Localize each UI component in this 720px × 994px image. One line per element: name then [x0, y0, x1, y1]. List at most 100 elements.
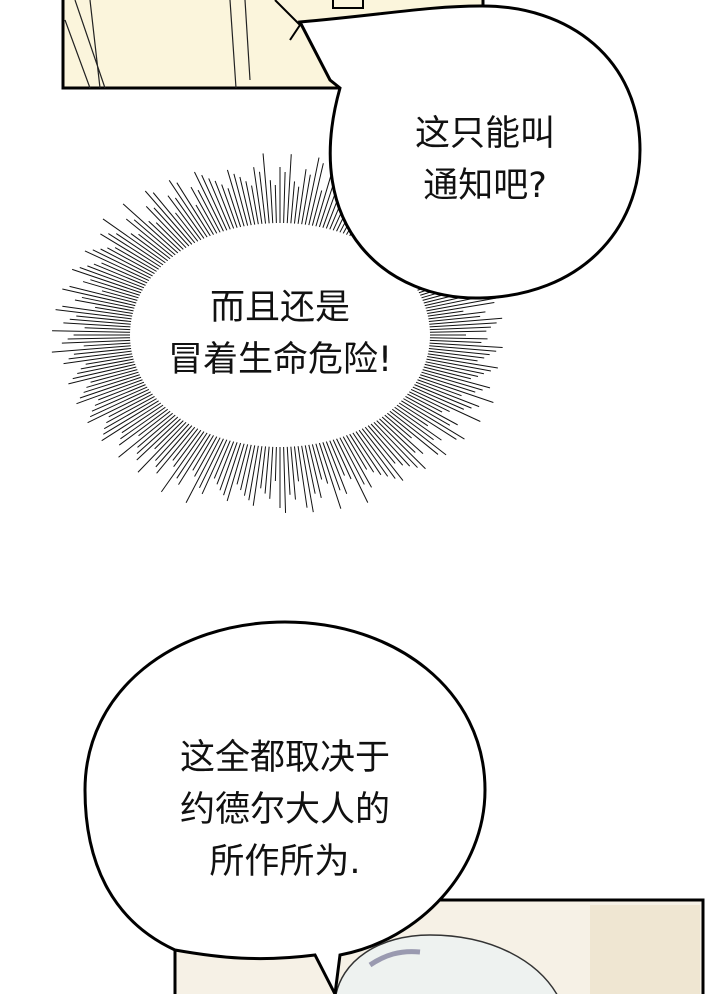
burst-spike	[394, 406, 442, 441]
burst-spike	[423, 366, 472, 380]
burst-spike	[156, 426, 196, 474]
speech-text-bottom: 这全都取决于 约德尔大人的 所作所为.	[150, 732, 420, 888]
burst-spike	[84, 327, 131, 331]
burst-spike	[84, 250, 150, 282]
burst-spike	[137, 421, 187, 473]
burst-spike	[384, 414, 412, 439]
burst-spike	[194, 171, 224, 232]
burst-spike	[136, 416, 179, 454]
burst-spike	[236, 444, 249, 485]
burst-spike	[201, 174, 228, 231]
burst-spike	[410, 388, 481, 422]
burst-spike	[101, 290, 138, 301]
burst-spike	[144, 190, 193, 245]
burst-spike	[121, 404, 164, 434]
burst-spike	[427, 310, 464, 317]
burst-spike	[69, 318, 131, 325]
burst-spike	[155, 423, 190, 461]
burst-spike	[87, 391, 151, 424]
burst-spike	[213, 440, 231, 479]
burst-spike	[118, 408, 169, 446]
burst-spike	[197, 189, 221, 233]
burst-spike	[262, 153, 270, 224]
burst-spike	[74, 299, 134, 312]
burst-spike	[245, 181, 256, 225]
burst-spike	[136, 418, 181, 461]
burst-spike	[185, 437, 221, 504]
burst-spike	[367, 425, 404, 466]
burst-spike	[301, 445, 314, 513]
burst-spike	[376, 420, 426, 470]
burst-spike	[152, 192, 196, 244]
burst-spike	[91, 386, 148, 412]
burst-spike	[274, 446, 277, 481]
burst-spike	[145, 206, 187, 249]
burst-spike	[101, 262, 148, 284]
burst-spike	[81, 296, 135, 309]
burst-spike	[425, 361, 484, 375]
burst-spike	[322, 442, 341, 491]
burst-spike	[85, 356, 133, 365]
burst-spike	[420, 374, 476, 393]
burst-spike	[429, 317, 503, 325]
burst-spike	[80, 358, 134, 370]
burst-spike	[115, 233, 164, 266]
burst-spike	[405, 395, 458, 426]
burst-spike	[118, 412, 173, 458]
burst-spike	[82, 281, 139, 299]
burst-spike	[308, 163, 324, 226]
text-line: 通知吧?	[423, 166, 547, 206]
burst-spike	[358, 429, 396, 479]
burst-spike	[311, 444, 323, 480]
burst-spike	[120, 406, 166, 440]
burst-spike	[108, 393, 153, 418]
burst-spike	[429, 342, 503, 349]
burst-spike	[418, 376, 494, 403]
burst-spike	[381, 416, 424, 454]
burst-spike	[428, 348, 490, 356]
burst-spike	[51, 345, 131, 353]
burst-spike	[90, 279, 140, 296]
burst-spike	[68, 366, 137, 385]
burst-spike	[190, 186, 218, 234]
burst-spike	[396, 404, 429, 427]
burst-spike	[260, 446, 267, 489]
burst-spike	[100, 248, 153, 277]
burst-spike	[90, 369, 138, 383]
burst-spike	[379, 418, 416, 453]
burst-spike	[407, 393, 443, 413]
burst-spike	[201, 439, 228, 495]
burst-spike	[130, 233, 169, 262]
burst-spike	[219, 442, 238, 491]
burst-spike	[427, 356, 498, 369]
burst-spike	[93, 263, 146, 286]
burst-spike	[308, 444, 322, 499]
burst-spike	[79, 376, 142, 399]
burst-spike	[195, 204, 214, 235]
burst-spike	[286, 154, 292, 224]
burst-spike	[107, 247, 155, 275]
burst-spike	[301, 174, 311, 225]
burst-spike	[332, 439, 352, 480]
burst-spike	[76, 379, 143, 405]
burst-spike	[168, 180, 208, 238]
burst-spike	[364, 426, 396, 464]
burst-spike	[339, 437, 365, 485]
burst-spike	[63, 353, 133, 365]
burst-spike	[325, 441, 348, 495]
burst-spike	[108, 233, 162, 268]
burst-spike	[398, 402, 457, 440]
burst-spike	[153, 207, 190, 247]
burst-spike	[422, 369, 491, 389]
burst-spike	[227, 188, 242, 228]
burst-spike	[429, 339, 482, 343]
burst-spike	[214, 180, 235, 229]
burst-spike	[429, 326, 491, 331]
burst-spike	[233, 173, 249, 226]
burst-spike	[67, 337, 131, 340]
burst-spike	[355, 431, 389, 477]
burst-spike	[63, 322, 131, 328]
burst-spike	[155, 425, 193, 468]
burst-spike	[248, 445, 259, 501]
burst-spike	[426, 296, 500, 312]
